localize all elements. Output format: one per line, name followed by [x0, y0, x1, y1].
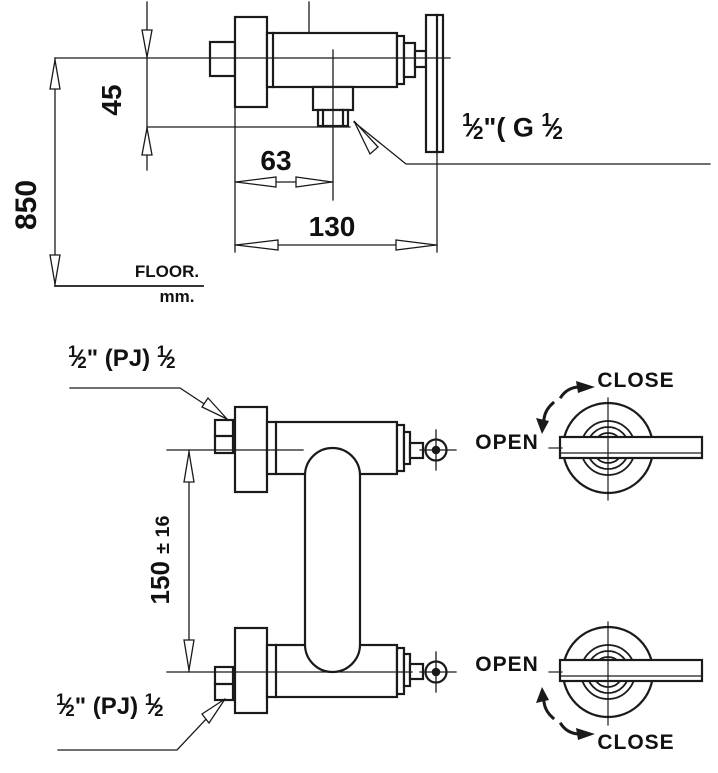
top-inlet-leader: [69, 387, 228, 420]
close-arrow-head-bottom: [576, 728, 595, 740]
arrow-outlet-leader: [353, 120, 379, 156]
arrow-130-left: [235, 239, 279, 251]
close-arrow-tail-top: [558, 385, 580, 400]
close-label-bottom: CLOSE: [597, 731, 675, 754]
arrow-bottom-inlet-leader: [201, 698, 226, 725]
open-arrow-head-bottom: [536, 687, 549, 703]
close-arrow-head-top: [576, 381, 595, 393]
handle-bottom-view: [536, 621, 704, 740]
dim-150-tolerance: ± 16: [152, 515, 174, 554]
arrow-150-down: [183, 639, 195, 671]
arrow-45-up: [141, 127, 153, 156]
side-valve-body: [265, 31, 399, 89]
handle-bottom-lever: [558, 658, 704, 683]
handle-top-view: [536, 381, 704, 501]
arrow-63-right: [295, 176, 333, 188]
outlet-thread-label: 1⁄2"( G 1⁄2: [462, 110, 563, 144]
arrow-850-down: [49, 254, 61, 285]
side-view-valve: [208, 13, 445, 154]
arrow-150-up: [183, 451, 195, 483]
side-end-step: [402, 41, 417, 79]
open-arrow-tail-bottom: [542, 700, 556, 721]
side-view-dimensions: [49, 1, 711, 287]
open-label-top: OPEN: [475, 431, 539, 454]
front-bottom-wall-flange: [233, 626, 269, 715]
open-arrow-head-top: [536, 418, 549, 434]
dim-150-label: 150 ± 16: [145, 480, 177, 640]
side-handle-stem: [413, 49, 428, 69]
handle-bottom-rotation-arrows: [536, 687, 595, 740]
open-label-bottom: OPEN: [475, 653, 539, 676]
open-arrow-tail-top: [542, 400, 556, 421]
arrow-45-down: [141, 29, 153, 58]
close-arrow-tail-bottom: [558, 721, 580, 736]
arrow-top-inlet-leader: [201, 396, 228, 420]
front-arrowheads: [183, 396, 228, 725]
dim-150-value: 150: [145, 561, 175, 605]
side-inlet-nut: [208, 40, 237, 78]
close-label-top: CLOSE: [597, 369, 675, 392]
bottom-inlet-thread-label: 1⁄2" (PJ) 1⁄2: [56, 690, 164, 721]
side-handle-bar: [424, 13, 445, 154]
dim-45-label: 45: [96, 84, 127, 116]
units-label: mm.: [159, 287, 195, 306]
side-wall-flange: [233, 15, 269, 109]
connecting-pipe: [303, 446, 362, 674]
side-nozzle-inner-lines: [321, 108, 345, 128]
dim-63-label: 63: [260, 145, 292, 176]
outlet-leader-line: [353, 121, 711, 165]
dim-130-label: 130: [308, 211, 356, 242]
handle-top-rotation-arrows: [536, 381, 595, 434]
top-inlet-thread-label: 1⁄2" (PJ) 1⁄2: [68, 342, 176, 373]
arrow-850-up: [49, 59, 61, 90]
handle-top-lever: [558, 435, 704, 460]
front-view-valves: [213, 405, 448, 715]
front-view-dimensions: [57, 387, 457, 751]
arrow-130-right: [395, 239, 437, 251]
dim-850-label: 850: [10, 179, 43, 231]
dimension-arrowheads: [49, 29, 437, 285]
arrow-63-left: [235, 176, 277, 188]
floor-label: FLOOR.: [134, 262, 200, 281]
